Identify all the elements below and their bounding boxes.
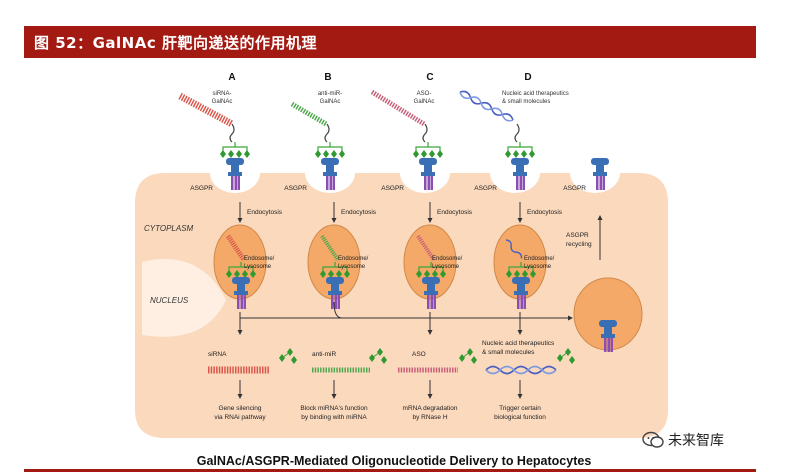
column-a: A siRNA- GalNAc ASGPR Endocytosis Endoso…: [178, 72, 297, 421]
aso-in-endosome: [416, 234, 436, 262]
free-galnac: [459, 348, 477, 364]
drug-label-line2: & small molecules: [482, 349, 535, 356]
column-b-top-line1: anti-miR-: [318, 91, 342, 97]
column-letter-d: D: [524, 72, 531, 83]
asgpr-receptor: [511, 158, 529, 190]
asgpr-label: ASGPR: [284, 185, 307, 192]
drug-label: ASO: [412, 351, 426, 358]
nucleus-label: NUCLEUS: [150, 296, 189, 305]
endosome-label-line2: Lysosome: [524, 264, 552, 270]
cytoplasm-label: CYTOPLASM: [144, 224, 194, 233]
linker: [514, 123, 520, 143]
linker: [422, 123, 428, 143]
asgpr-receptor: [321, 158, 339, 190]
column-c-top-line2: GalNAc: [414, 99, 435, 105]
figure-title-banner: 图 52：GalNAc 肝靶向递送的作用机理: [24, 26, 756, 58]
asgpr-receptor: [419, 158, 437, 190]
column-c-top-line1: ASO-: [417, 91, 432, 97]
wechat-icon: [642, 431, 664, 448]
endosome-label-line1: Endosome/: [524, 256, 555, 262]
outcome-line2: via RNAi pathway: [214, 414, 266, 421]
nucleic-acid-helix: [485, 365, 557, 375]
drug-label: anti-miR: [312, 351, 337, 358]
anti-mir-in-endosome: [320, 234, 340, 262]
free-galnac: [369, 348, 387, 364]
endosome-label-line1: Endosome/: [244, 256, 275, 262]
sirna-in-endosome: [225, 234, 247, 262]
drug-label: siRNA: [208, 351, 227, 358]
outcome-line2: by RNase H: [412, 414, 447, 421]
asgpr-label: ASGPR: [190, 185, 213, 192]
column-d-top-line2: & small molecules: [502, 99, 550, 105]
endocytosis-label: Endocytosis: [341, 209, 377, 216]
recycling-column: ASGPR ASGPR recycling: [563, 158, 643, 352]
nucleic-acid-helix: [485, 365, 557, 375]
drug-label-line1: Nucleic acid therapeutics: [482, 340, 555, 347]
aso-strand: [370, 89, 426, 127]
column-letter-c: C: [426, 72, 433, 83]
endosome-label-line2: Lysosome: [338, 264, 366, 270]
asgpr-receptor: [591, 158, 609, 190]
outcome-line1: Trigger certain: [499, 405, 541, 412]
outcome-line1: Block miRNA's function: [300, 405, 368, 412]
galnac-ligand: [314, 141, 346, 159]
endosome-label-line1: Endosome/: [338, 256, 369, 262]
figure-caption: GalNAc/ASGPR-Mediated Oligonucleotide De…: [196, 454, 592, 468]
column-a-top-line1: siRNA-: [213, 91, 232, 97]
asgpr-receptor: [226, 158, 244, 190]
endosome-label-line1: Endosome/: [432, 256, 463, 262]
nucleic-acid-helix: [459, 90, 514, 121]
endosome: [493, 224, 547, 300]
watermark: 未来智库: [642, 430, 724, 450]
linker: [229, 123, 235, 143]
column-b: B anti-miR- GalNAc ASGPR Endocytosis End…: [284, 72, 387, 421]
column-a-top-line2: GalNAc: [212, 99, 233, 105]
recycling-label-line2: recycling: [566, 241, 592, 248]
outcome-line1: Gene silencing: [219, 405, 262, 412]
helix-in-endosome: [505, 239, 523, 259]
endocytosis-label: Endocytosis: [527, 209, 563, 216]
column-d: D Nucleic acid therapeutics & small mole…: [459, 72, 575, 421]
endosome: [213, 224, 267, 300]
outcome-line2: by binding with miRNA: [301, 414, 367, 421]
column-d-top-line1: Nucleic acid therapeutics: [502, 91, 569, 97]
endosome-label-line2: Lysosome: [244, 264, 272, 270]
nucleic-acid-helix: [459, 91, 514, 122]
galnac-ligand: [504, 141, 536, 159]
sirna-strand: [178, 92, 234, 128]
linker: [324, 123, 330, 143]
bottom-rule: [24, 469, 756, 472]
recycling-label-line1: ASGPR: [566, 232, 589, 239]
endosome: [307, 224, 361, 300]
endocytosis-label: Endocytosis: [437, 209, 473, 216]
endocytosis-label: Endocytosis: [247, 209, 283, 216]
column-c: C ASO- GalNAc ASGPR Endocytosis Endosome…: [370, 72, 477, 421]
galnac-ligand: [412, 141, 444, 159]
asgpr-label: ASGPR: [474, 185, 497, 192]
asgpr-label: ASGPR: [563, 185, 586, 192]
endosome: [403, 224, 457, 300]
outcome-line2: biological function: [494, 414, 546, 421]
outcome-line1: mRNA degradation: [403, 405, 458, 412]
column-letter-a: A: [228, 72, 235, 83]
watermark-text: 未来智库: [668, 433, 724, 449]
column-b-top-line2: GalNAc: [320, 99, 341, 105]
column-letter-b: B: [324, 72, 331, 83]
asgpr-label: ASGPR: [381, 185, 404, 192]
nucleus-region: [142, 259, 226, 337]
endosome-label-line2: Lysosome: [432, 264, 460, 270]
figure-title: 图 52：GalNAc 肝靶向递送的作用机理: [34, 34, 317, 52]
free-galnac: [279, 348, 297, 364]
anti-mir-strand: [290, 101, 328, 127]
galnac-ligand: [219, 141, 251, 159]
free-galnac: [557, 348, 575, 364]
